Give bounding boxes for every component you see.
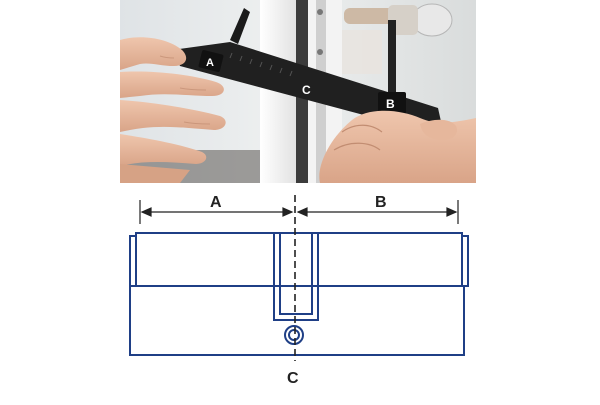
caliper-arm-left [230, 8, 250, 44]
diagram-label-a: A [210, 194, 222, 211]
photo-label-b: B [386, 97, 395, 111]
caliper-slider-b [378, 92, 406, 114]
photo-label-c: C [302, 83, 311, 97]
caliper-bar [172, 42, 442, 130]
cylinder-outline [129, 232, 469, 356]
measuring-photo-illustration: A C B [120, 0, 476, 183]
dimension-b [296, 200, 459, 224]
cylinder-diagram-svg: A B C [129, 194, 469, 387]
dimension-a [139, 200, 294, 224]
diagram-label-b: B [375, 194, 387, 211]
photo-label-a: A [206, 57, 214, 69]
diagram-label-c: C [287, 370, 299, 387]
left-hand [120, 37, 226, 183]
right-hand [319, 110, 476, 183]
cylinder-diagram: A B C [0, 183, 600, 400]
caliper-slider-a [198, 50, 224, 72]
caliper-arm-right [388, 20, 396, 102]
measuring-photo: A C B [120, 0, 476, 183]
